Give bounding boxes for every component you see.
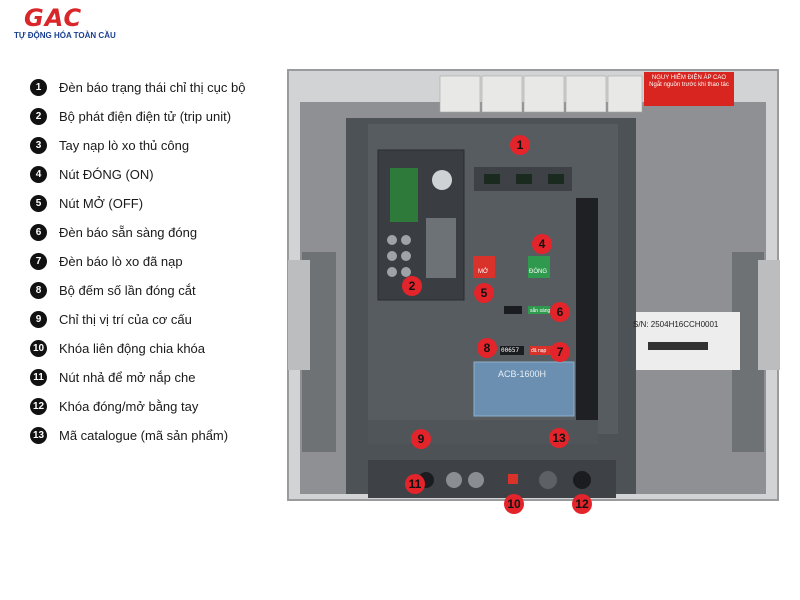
trip-unit-display bbox=[390, 168, 418, 222]
company-logo: GAC TỰ ĐỘNG HÓA TOÀN CẦU bbox=[10, 4, 120, 44]
logo-tagline: TỰ ĐỘNG HÓA TOÀN CẦU bbox=[14, 31, 116, 40]
legend-text: Tay nạp lò xo thủ công bbox=[59, 137, 190, 153]
off-button-shape bbox=[473, 256, 495, 278]
legend-number: 9 bbox=[30, 310, 47, 328]
legend-text: Đèn báo sẵn sàng đóng bbox=[59, 224, 198, 240]
legend-number: 13 bbox=[30, 426, 47, 444]
interlock-hole bbox=[539, 471, 557, 489]
on-button-label: ĐÓNG bbox=[529, 269, 547, 275]
charged-indicator-label: đã nạp bbox=[531, 348, 547, 354]
legend-item: 6 Đèn báo sẵn sàng đóng bbox=[30, 223, 197, 241]
warning-title: NGUY HIỂM ĐIỆN ÁP CAO bbox=[651, 75, 727, 81]
ready-indicator-label: sẵn sàng bbox=[530, 308, 551, 314]
callout-12: 12 bbox=[572, 494, 592, 514]
indicator-window bbox=[516, 174, 532, 184]
legend-item: 10 Khóa liên động chia khóa bbox=[30, 339, 205, 357]
legend-number: 3 bbox=[30, 136, 47, 154]
legend-text: Đèn báo lò xo đã nạp bbox=[59, 253, 183, 269]
model-name: ACB-1600H bbox=[498, 369, 547, 379]
manual-lock bbox=[573, 471, 591, 489]
legend-item: 3 Tay nạp lò xo thủ công bbox=[30, 136, 189, 154]
legend-item: 11 Nút nhả để mở nắp che bbox=[30, 368, 195, 386]
padlock-hole bbox=[446, 472, 462, 488]
callout-13: 13 bbox=[549, 428, 569, 448]
on-button-shape bbox=[528, 256, 550, 278]
breaker-drawing bbox=[287, 69, 780, 501]
legend-item: 12 Khóa đóng/mở bằng tay bbox=[30, 397, 198, 415]
callout-2: 2 bbox=[402, 276, 422, 296]
legend-text: Bộ đếm số lần đóng cắt bbox=[59, 282, 196, 298]
indicator-window bbox=[484, 174, 500, 184]
callout-1: 1 bbox=[510, 135, 530, 155]
legend-item: 2 Bộ phát điện điện tử (trip unit) bbox=[30, 107, 231, 125]
counter-window bbox=[500, 346, 524, 355]
legend-number: 8 bbox=[30, 281, 47, 299]
legend-item: 9 Chỉ thị vị trí của cơ cấu bbox=[30, 310, 192, 328]
legend-text: Nút ĐÓNG (ON) bbox=[59, 166, 154, 182]
legend-item: 1 Đèn báo trạng thái chỉ thị cục bộ bbox=[30, 78, 245, 96]
legend-item: 7 Đèn báo lò xo đã nạp bbox=[30, 252, 183, 270]
callout-10: 10 bbox=[504, 494, 524, 514]
high-voltage-warning: NGUY HIỂM ĐIỆN ÁP CAO Ngắt nguồn trước k… bbox=[644, 72, 734, 106]
legend-number: 11 bbox=[30, 368, 47, 386]
key-interlock bbox=[508, 474, 518, 484]
rating-plate bbox=[473, 361, 575, 417]
indicator-window bbox=[548, 174, 564, 184]
callout-4: 4 bbox=[532, 234, 552, 254]
callout-6: 6 bbox=[550, 302, 570, 322]
charging-lever bbox=[576, 198, 598, 444]
legend-number: 5 bbox=[30, 194, 47, 212]
serial-number: S/N: 2504H16CCH0001 bbox=[633, 320, 719, 329]
legend-text: Bộ phát điện điện tử (trip unit) bbox=[59, 108, 232, 124]
legend-number: 10 bbox=[30, 339, 47, 357]
legend-text: Khóa liên động chia khóa bbox=[59, 340, 206, 356]
legend-number: 12 bbox=[30, 397, 47, 415]
legend-number: 7 bbox=[30, 252, 47, 270]
padlock-hole bbox=[468, 472, 484, 488]
warning-subtitle: Ngắt nguồn trước khi thao tác bbox=[649, 82, 729, 88]
legend-item: 4 Nút ĐÓNG (ON) bbox=[30, 165, 154, 183]
trip-unit-dial bbox=[432, 170, 452, 190]
barcode bbox=[648, 342, 708, 350]
charged-indicator bbox=[530, 346, 552, 355]
legend-number: 4 bbox=[30, 165, 47, 183]
logo-brand: GAC bbox=[24, 4, 83, 32]
legend-text: Mã catalogue (mã sản phẩm) bbox=[59, 427, 229, 443]
legend-text: Đèn báo trạng thái chỉ thị cục bộ bbox=[59, 79, 246, 95]
legend-number: 6 bbox=[30, 223, 47, 241]
legend-item: 5 Nút MỞ (OFF) bbox=[30, 194, 143, 212]
legend-item: 8 Bộ đếm số lần đóng cắt bbox=[30, 281, 196, 299]
logo-mark: GAC bbox=[24, 4, 82, 32]
terminal-block bbox=[439, 75, 643, 113]
right-handle bbox=[758, 260, 780, 370]
left-handle bbox=[288, 260, 310, 370]
ready-indicator-window bbox=[504, 306, 522, 314]
callout-7: 7 bbox=[550, 342, 570, 362]
serial-label-area bbox=[630, 312, 740, 370]
callout-5: 5 bbox=[474, 283, 494, 303]
legend-text: Nút MỞ (OFF) bbox=[59, 195, 144, 211]
legend-text: Khóa đóng/mở bằng tay bbox=[59, 398, 199, 414]
circuit-breaker-illustration: NGUY HIỂM ĐIỆN ÁP CAO Ngắt nguồn trước k… bbox=[280, 62, 790, 600]
legend-number: 2 bbox=[30, 107, 47, 125]
callout-11: 11 bbox=[405, 474, 425, 494]
operation-counter: 00657 bbox=[501, 347, 520, 354]
off-button-label: MỞ bbox=[478, 269, 489, 275]
legend-number: 1 bbox=[30, 78, 47, 96]
legend-item: 13 Mã catalogue (mã sản phẩm) bbox=[30, 426, 228, 444]
legend-text: Nút nhả để mở nắp che bbox=[59, 369, 196, 385]
trip-unit-buttons bbox=[387, 235, 411, 277]
callout-9: 9 bbox=[411, 429, 431, 449]
callout-8: 8 bbox=[477, 338, 497, 358]
trip-unit-settings bbox=[426, 218, 456, 278]
ready-indicator bbox=[528, 306, 550, 314]
legend-text: Chỉ thị vị trí của cơ cấu bbox=[59, 311, 192, 327]
